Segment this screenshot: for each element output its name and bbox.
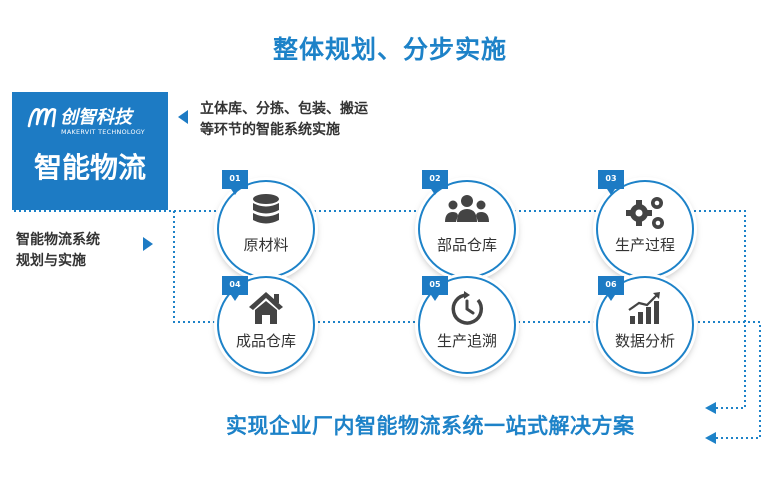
left-note-line-2: 规划与实施	[16, 253, 86, 269]
top-note-line-1: 立体库、分拣、包装、搬运	[200, 101, 368, 117]
step-label: 数据分析	[614, 332, 675, 350]
step-label: 生产过程	[614, 236, 675, 254]
step-number: 06	[605, 280, 617, 289]
note-arrow-left	[178, 110, 188, 124]
top-note-line-2: 等环节的智能系统实施	[200, 122, 340, 138]
step-circle-parts-warehouse: 部品仓库	[418, 180, 516, 278]
brand-logo-subtext: MAKERVIT TECHNOLOGY	[61, 128, 145, 136]
step-badge: 04	[222, 276, 248, 301]
left-note: 智能物流系统 规划与实施	[16, 230, 100, 272]
page-title: 整体规划、分步实施	[272, 35, 507, 64]
stopwatch-icon	[451, 291, 484, 325]
conclusion-text: 实现企业厂内智能物流系统一站式解决方案	[226, 414, 635, 438]
step-badge: 06	[598, 276, 624, 301]
brand-box: 创智科技 MAKERVIT TECHNOLOGY 智能物流	[12, 92, 168, 210]
step-label: 成品仓库	[235, 332, 296, 350]
step-number: 05	[429, 280, 441, 289]
step-number: 01	[229, 174, 241, 183]
step-number: 04	[229, 280, 241, 289]
team-icon	[445, 195, 489, 222]
step-number: 03	[605, 174, 617, 183]
gears-icon	[626, 197, 664, 229]
left-note-line-1: 智能物流系统	[16, 232, 100, 248]
top-note: 立体库、分拣、包装、搬运 等环节的智能系统实施	[200, 99, 368, 141]
step-badge: 05	[422, 276, 448, 301]
step-badge: 01	[222, 170, 248, 195]
note-arrow-right	[143, 237, 153, 251]
step-label: 原材料	[243, 236, 289, 254]
bar-chart-icon	[628, 292, 660, 324]
step-number: 02	[429, 174, 441, 183]
database-icon	[253, 194, 279, 224]
step-label: 部品仓库	[436, 236, 497, 254]
step-badge: 02	[422, 170, 448, 195]
step-circle-raw-material: 原材料	[217, 180, 315, 278]
home-icon	[249, 292, 283, 324]
brand-name: 智能物流	[33, 151, 146, 184]
step-badge: 03	[598, 170, 624, 195]
step-label: 生产追溯	[436, 332, 497, 350]
step-circle-production: 生产过程	[596, 180, 694, 278]
brand-logo-text: 创智科技	[60, 107, 135, 128]
brand-logo: 创智科技 MAKERVIT TECHNOLOGY	[27, 107, 145, 136]
